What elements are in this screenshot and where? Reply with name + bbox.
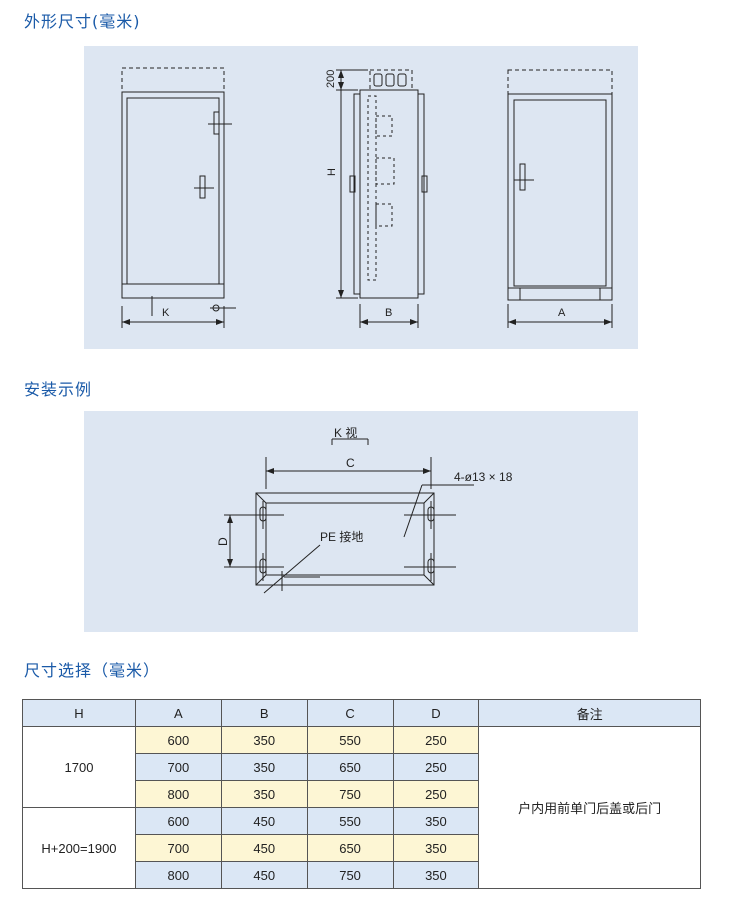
dimension-table: H A B C D 备注 1700 600 350 550 250 户内用前单门… [22,699,701,889]
cell-c: 650 [306,753,394,781]
dim-label-c: C [346,456,355,470]
header-d: D [392,699,480,727]
dim-label-k: K [162,307,170,319]
selection-title: 尺寸选择（毫米） [24,661,161,680]
cell-b: 350 [220,780,308,808]
cell-d: 350 [392,807,480,835]
header-a: A [134,699,222,727]
table-row: 800 350 750 250 [23,780,701,808]
cell-d: 250 [392,726,480,754]
cell-b: 350 [220,726,308,754]
table-row: H+200=1900 600 450 550 350 [22,807,701,889]
dim-label-200: 200 [325,70,337,88]
cell-a: 700 [134,753,222,781]
cell-b: 450 [220,807,308,835]
install-drawing-panel: K 视 C D 4-ø13 × 18 PE 接地 [84,411,638,632]
cell-c: 750 [306,780,394,808]
header-note: 备注 [478,699,701,727]
cell-note: 户内用前单门后盖或后门 [478,726,701,889]
install-title: 安装示例 [24,380,93,399]
dim-label-d: D [216,537,230,546]
cell-c: 550 [306,807,394,835]
cell-a: 800 [134,780,222,808]
table-row: 800 450 750 350 [23,861,701,889]
dimensions-drawing-panel: K 200 H B A [84,46,638,349]
cell-a: 600 [134,726,222,754]
cell-c: 750 [306,861,394,889]
header-c: C [306,699,394,727]
cell-c: 650 [306,834,394,862]
dimensions-drawing: K 200 H B A [121,67,613,328]
cell-d: 250 [392,780,480,808]
install-drawing: K 视 C D 4-ø13 × 18 PE 接地 [216,425,513,594]
table-row: 700 450 650 350 [23,834,701,862]
dim-label-h: H [326,168,338,176]
dim-label-b: B [385,307,392,319]
cell-d: 350 [392,861,480,889]
cell-d: 250 [392,753,480,781]
pe-label: PE 接地 [320,529,363,544]
header-h: H [22,699,136,727]
cell-a: 600 [134,807,222,835]
cell-a: 700 [134,834,222,862]
table-row: 1700 600 350 550 250 户内用前单门后盖或后门 [22,726,701,889]
cell-b: 450 [220,861,308,889]
cell-a: 800 [134,861,222,889]
cell-h: H+200=1900 [22,807,136,889]
dimensions-title: 外形尺寸(毫米) [24,12,141,31]
table-header-row: H A B C D 备注 [22,699,701,727]
dim-label-a: A [558,307,566,319]
cell-d: 350 [392,834,480,862]
cell-b: 350 [220,753,308,781]
holes-label: 4-ø13 × 18 [454,470,513,484]
header-b: B [220,699,308,727]
cell-b: 450 [220,834,308,862]
view-label: K 视 [334,425,357,440]
cell-c: 550 [306,726,394,754]
cell-h: 1700 [22,726,136,808]
